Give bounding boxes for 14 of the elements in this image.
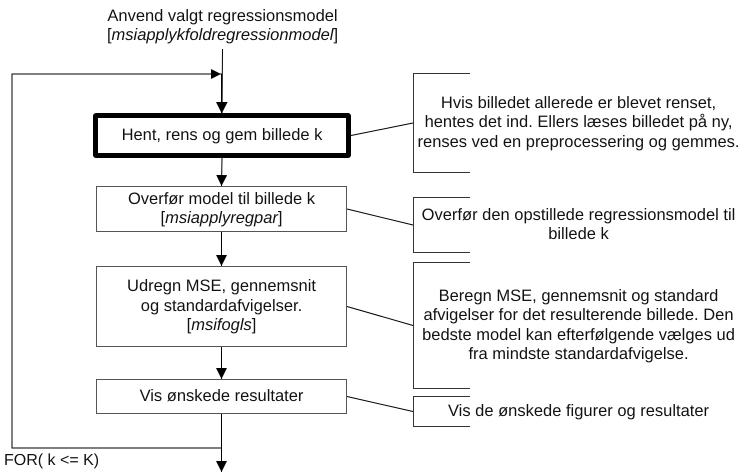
- node-text: Hvis billedet allerede er blevet renset, hentes det ind. Ellers læses billedet på ny, renses ved en preprocessering og gemmes.: [416, 94, 740, 152]
- node-text: Overfør den opstillede regressionsmodel til billede k: [420, 206, 736, 244]
- node-text: Vis ønskede resultater: [140, 386, 304, 406]
- node-text: Anvend valgt regressionsmodel [msiapplykfoldregressionmodel]: [106, 6, 340, 46]
- process-box: [96, 379, 347, 414]
- node-text: Beregn MSE, gennemsnit og standard afvigelser for det resulterende billede. Den bedste model kan efterfølgende vælges ud fra mindste standardafvigelse.: [421, 286, 736, 364]
- edge-label: FOR( k <= K): [4, 452, 100, 470]
- node-text: Hent, rens og gem billede k: [122, 126, 322, 146]
- process-box: [96, 266, 347, 347]
- node-text: Overfør model til billede k [msiapplyregpar]: [126, 190, 316, 228]
- node-text: Udregn MSE, gennemsnit og standardafvigelser. [msifogls]: [126, 277, 317, 336]
- process-box: [96, 186, 347, 232]
- node-text: Vis de ønskede figurer og resultater: [448, 402, 710, 422]
- process-box: [93, 113, 351, 158]
